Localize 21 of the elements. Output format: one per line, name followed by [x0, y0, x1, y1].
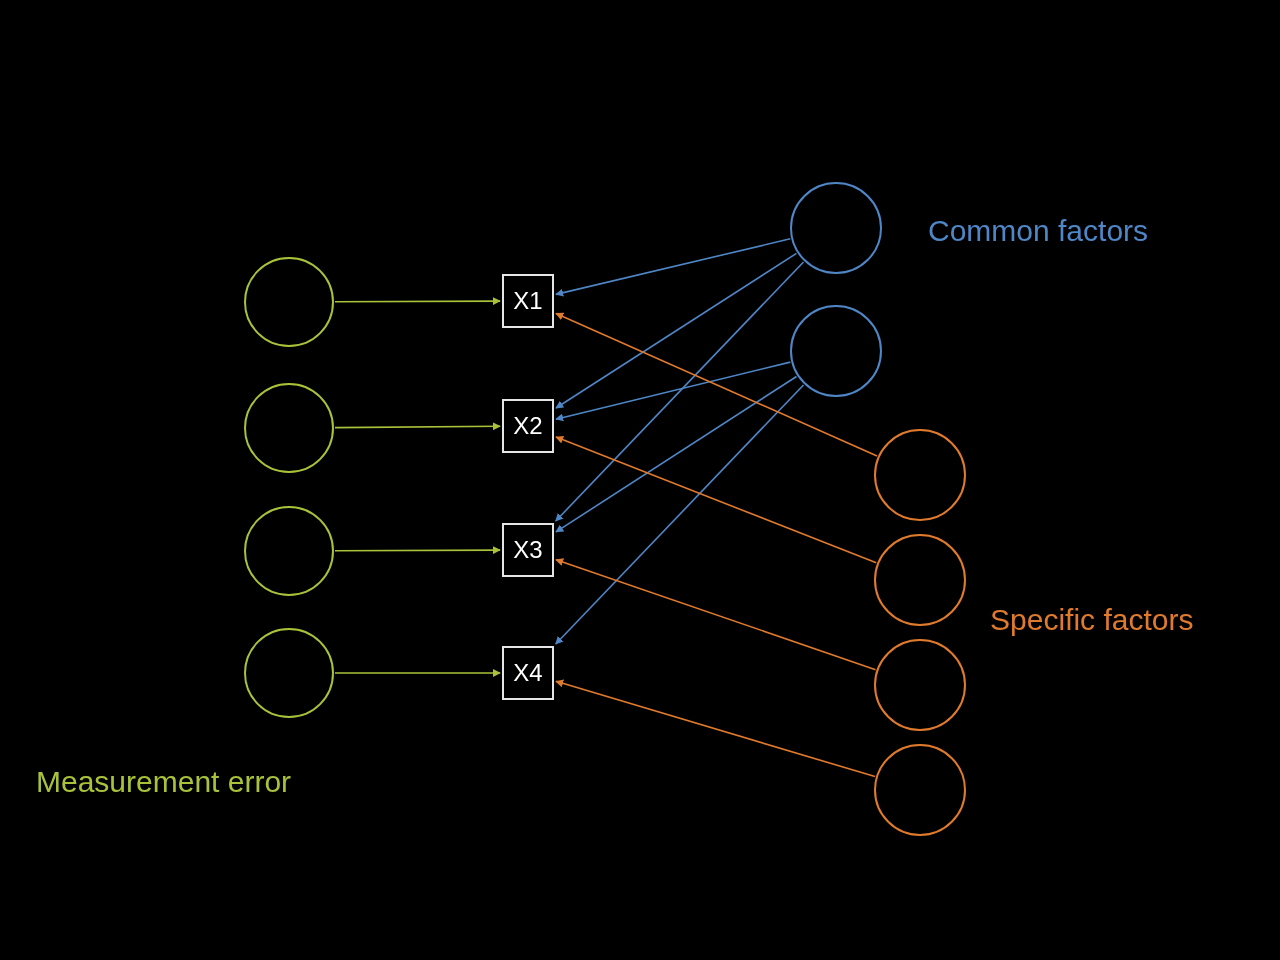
arrow — [555, 361, 792, 422]
arrow — [334, 546, 501, 555]
arrow — [555, 435, 878, 564]
arrow — [554, 384, 805, 645]
arrow — [555, 558, 877, 671]
arrow — [555, 238, 792, 297]
arrow — [334, 422, 501, 431]
observed-variable-box: X2 — [502, 399, 554, 453]
arrow — [554, 261, 805, 522]
arrow — [555, 375, 798, 533]
group-label: Specific factors — [990, 602, 1194, 638]
arrow — [555, 312, 878, 457]
observed-variable-box: X3 — [502, 523, 554, 577]
arrow — [555, 679, 876, 778]
group-label: Common factors — [928, 213, 1149, 249]
arrow — [334, 669, 501, 677]
arrow — [334, 297, 501, 306]
arrow — [555, 252, 798, 409]
observed-variable-box: X4 — [502, 646, 554, 700]
group-label: Measurement error — [36, 764, 292, 800]
observed-variable-box: X1 — [502, 274, 554, 328]
